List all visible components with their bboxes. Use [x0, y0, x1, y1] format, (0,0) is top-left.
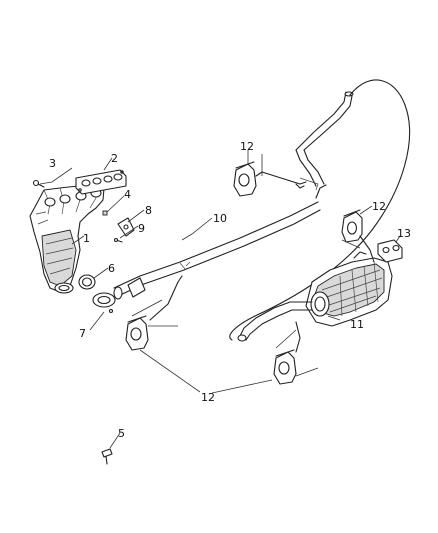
manifold-gasket — [75, 169, 127, 195]
tailpipe-route — [229, 79, 411, 341]
bracket-stud — [113, 237, 123, 243]
callout-12-lower: 12 — [201, 391, 215, 404]
flange-gasket — [78, 274, 96, 290]
manifold-nut — [102, 210, 108, 216]
callout-13: 13 — [397, 227, 411, 240]
callout-11: 11 — [350, 318, 364, 331]
isolator-upper — [233, 161, 257, 197]
isolator-right — [341, 209, 363, 243]
callout-4: 4 — [124, 188, 131, 201]
hanger-brackets — [149, 171, 375, 353]
callout-10: 10 — [213, 212, 227, 225]
bolt — [101, 448, 113, 465]
manifold-stud — [32, 179, 45, 188]
flange-fastener — [92, 292, 116, 314]
intermediate-pipe — [295, 91, 354, 191]
isolator-lower-left — [125, 315, 149, 351]
callout-3: 3 — [49, 157, 56, 170]
callout-12-upper: 12 — [240, 140, 254, 153]
exhaust-manifold-converter — [29, 182, 105, 294]
callout-1: 1 — [83, 232, 90, 245]
callout-2: 2 — [111, 152, 118, 165]
callouts: 1 2 3 4 5 6 7 8 9 10 11 12 12 12 13 — [49, 140, 411, 440]
callout-5: 5 — [118, 427, 125, 440]
callout-6: 6 — [108, 262, 115, 275]
muffler — [237, 251, 393, 342]
front-exhaust-pipe — [113, 184, 327, 300]
leader-lines — [39, 150, 401, 449]
callout-7: 7 — [79, 327, 86, 340]
exhaust-hanger-13 — [377, 239, 403, 263]
callout-8: 8 — [145, 204, 152, 217]
bracket — [117, 217, 135, 237]
isolator-lower-right — [273, 349, 297, 385]
callout-9: 9 — [138, 222, 145, 235]
callout-12-right: 12 — [372, 200, 386, 213]
